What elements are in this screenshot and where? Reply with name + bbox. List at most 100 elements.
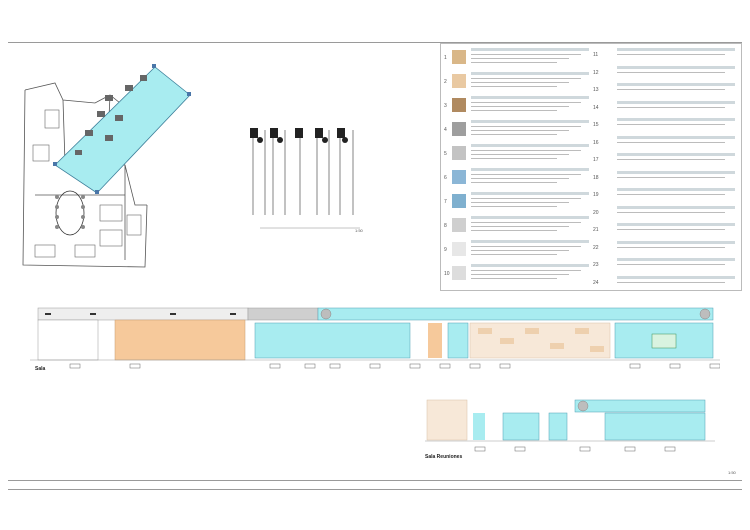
legend-description-line xyxy=(471,206,557,207)
legend-description-line xyxy=(471,202,569,203)
legend-description-line xyxy=(471,182,557,183)
legend-heading-bar xyxy=(471,96,589,99)
legend-heading-bar xyxy=(471,72,589,75)
legend-number: 9 xyxy=(444,247,447,253)
screen-display xyxy=(651,333,677,349)
legend-number: 15 xyxy=(593,122,599,128)
section-details xyxy=(250,128,360,229)
legend-heading-bar xyxy=(617,118,735,121)
legend-thumbnail xyxy=(452,194,466,208)
legend-thumbnail xyxy=(452,50,466,64)
legend-description-line xyxy=(471,226,569,227)
legend-description-line xyxy=(471,154,569,155)
legend-description-line xyxy=(471,230,557,231)
legend-description-line xyxy=(471,246,581,247)
legend-number: 19 xyxy=(593,192,599,198)
legend-number: 10 xyxy=(444,271,450,277)
legend-description-line xyxy=(471,254,557,255)
legend-description-line xyxy=(617,281,725,283)
legend-description-line xyxy=(471,198,581,199)
legend-description-line xyxy=(617,124,725,125)
elevation-sala-reuniones xyxy=(425,399,715,452)
legend-number: 12 xyxy=(593,69,599,76)
legend-heading-bar xyxy=(471,144,589,147)
legend-heading-bar xyxy=(471,168,589,171)
legend-heading-bar xyxy=(471,216,589,219)
legend-number: 14 xyxy=(593,104,599,111)
plan-wall-outer xyxy=(22,89,148,268)
legend-thumbnail xyxy=(452,122,466,136)
legend-heading-bar xyxy=(617,258,735,261)
legend-heading-bar xyxy=(617,100,735,104)
elevation-label-sala-reuniones: Sala Reuniones xyxy=(425,454,463,460)
legend-heading-bar xyxy=(617,65,735,69)
legend-heading-bar xyxy=(617,205,735,209)
legend-description-line xyxy=(471,158,557,159)
legend-thumbnail xyxy=(452,266,466,280)
legend-description-line xyxy=(471,222,581,223)
wood-panel xyxy=(114,319,246,361)
legend-thumbnail xyxy=(452,218,466,232)
sheet-bottom-strip xyxy=(8,480,742,490)
legend-description-line xyxy=(471,134,557,135)
legend-number: 13 xyxy=(593,87,599,93)
legend-heading-bar xyxy=(471,240,589,243)
legend-description-line xyxy=(471,58,569,59)
legend-heading-bar xyxy=(617,223,735,226)
legend-number: 5 xyxy=(444,151,447,157)
legend-heading-bar xyxy=(471,48,589,51)
legend-number: 20 xyxy=(593,209,599,216)
legend-heading-bar xyxy=(617,48,735,51)
legend-number: 23 xyxy=(593,262,599,268)
legend-number: 17 xyxy=(593,157,599,163)
legend-heading-bar xyxy=(471,120,589,123)
legend-description-line xyxy=(471,126,581,127)
legend-heading-bar xyxy=(617,275,735,279)
legend-heading-bar xyxy=(617,83,735,86)
legend-description-line xyxy=(471,174,581,175)
legend-thumbnail xyxy=(452,170,466,184)
legend-heading-bar xyxy=(471,192,589,195)
legend-number: 2 xyxy=(444,79,447,85)
legend-heading-bar xyxy=(471,264,589,267)
legend-number: 3 xyxy=(444,103,447,109)
glass-meeting-room xyxy=(54,66,191,194)
legend-thumbnail xyxy=(452,98,466,112)
legend-description-line xyxy=(617,246,725,248)
legend-description-line xyxy=(617,211,725,213)
floor-plan xyxy=(22,64,191,268)
legend-number: 8 xyxy=(444,223,447,229)
legend-description-line xyxy=(617,106,725,108)
glass-partition xyxy=(254,322,411,359)
legend-number: 24 xyxy=(593,279,599,286)
legend-heading-bar xyxy=(617,188,735,191)
legend-description-line xyxy=(617,159,725,160)
legend-description-line xyxy=(471,110,557,111)
glass-bulkhead xyxy=(317,307,714,321)
legend-number: 4 xyxy=(444,127,447,133)
legend-description-line xyxy=(471,82,569,83)
legend-description-line xyxy=(471,250,569,251)
legend-number: 11 xyxy=(593,52,599,58)
legend-description-line xyxy=(617,54,725,55)
legend-description-line xyxy=(617,264,725,265)
legend-description-line xyxy=(617,176,725,178)
legend-thumbnail xyxy=(452,74,466,88)
meeting-table xyxy=(55,190,85,236)
elevation-sala xyxy=(30,307,720,369)
elevation-label-sala: Sala xyxy=(35,366,46,372)
legend-description-line xyxy=(471,54,581,55)
legend-description-line xyxy=(617,229,725,230)
legend-number: 1 xyxy=(444,55,447,61)
legend-description-line xyxy=(617,71,725,73)
legend-number: 6 xyxy=(444,175,447,181)
section-scale: 1:50 xyxy=(355,228,363,233)
legend-thumbnail xyxy=(452,242,466,256)
legend-description-line xyxy=(471,178,569,179)
legend-number: 21 xyxy=(593,227,599,233)
legend-description-line xyxy=(471,102,581,103)
legend-heading-bar xyxy=(617,135,735,139)
legend-heading-bar xyxy=(617,170,735,174)
legend-heading-bar xyxy=(617,153,735,156)
legend-description-line xyxy=(471,62,557,63)
